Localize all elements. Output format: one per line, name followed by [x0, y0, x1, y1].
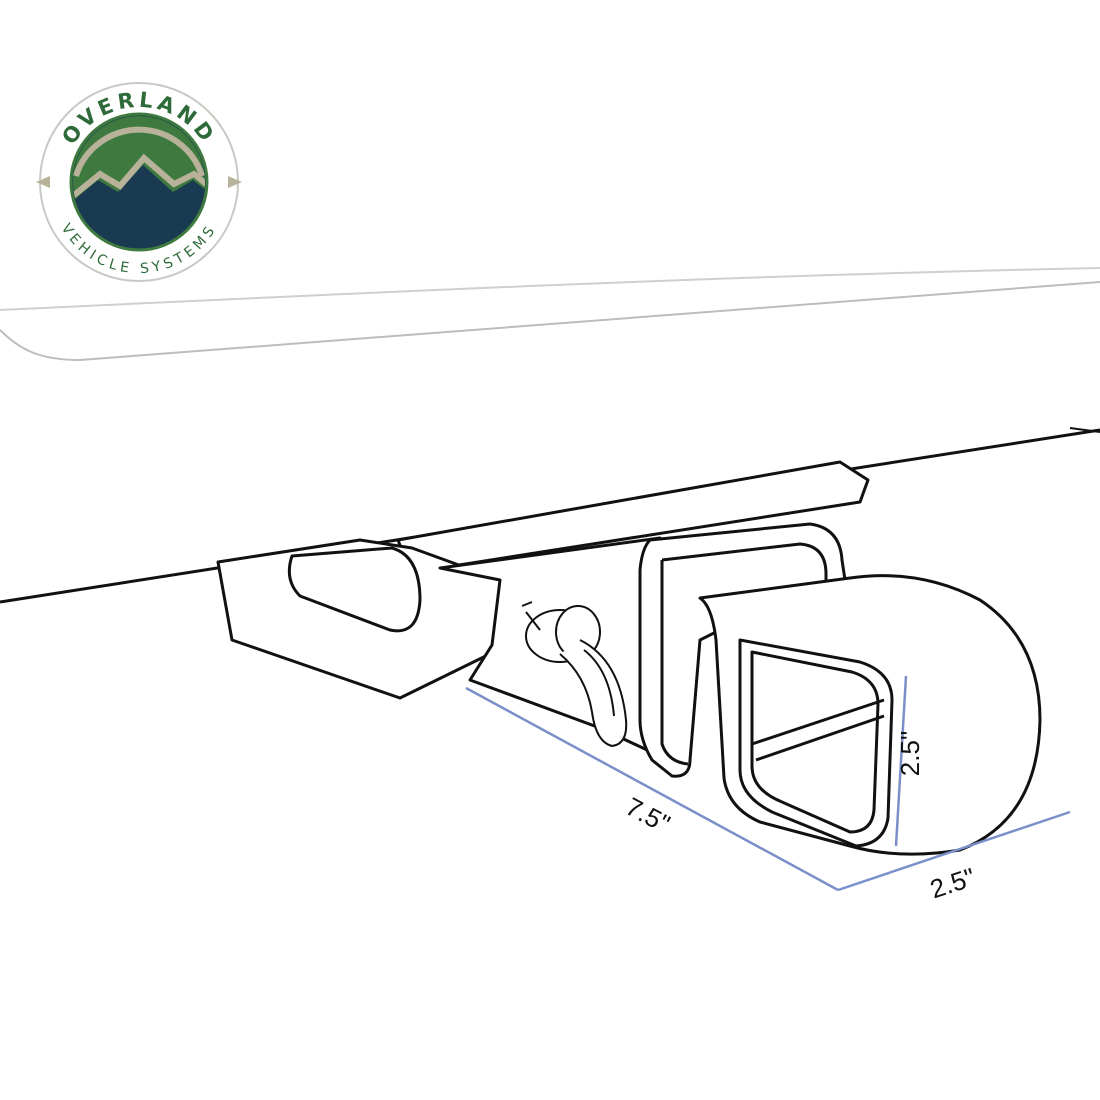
bumper-outline	[0, 267, 1100, 362]
overland-vehicle-systems-logo: OVERLAND VEHICLE SYSTEMS	[28, 80, 250, 284]
height-dimension-label: 2.5"	[895, 730, 926, 777]
length-dimension-line	[465, 686, 839, 892]
width-dimension-line	[837, 810, 1071, 892]
hitch-pin	[521, 601, 628, 748]
hitch-body	[216, 460, 1042, 856]
dimension-lines	[465, 675, 1071, 892]
height-dimension-line	[894, 675, 908, 847]
